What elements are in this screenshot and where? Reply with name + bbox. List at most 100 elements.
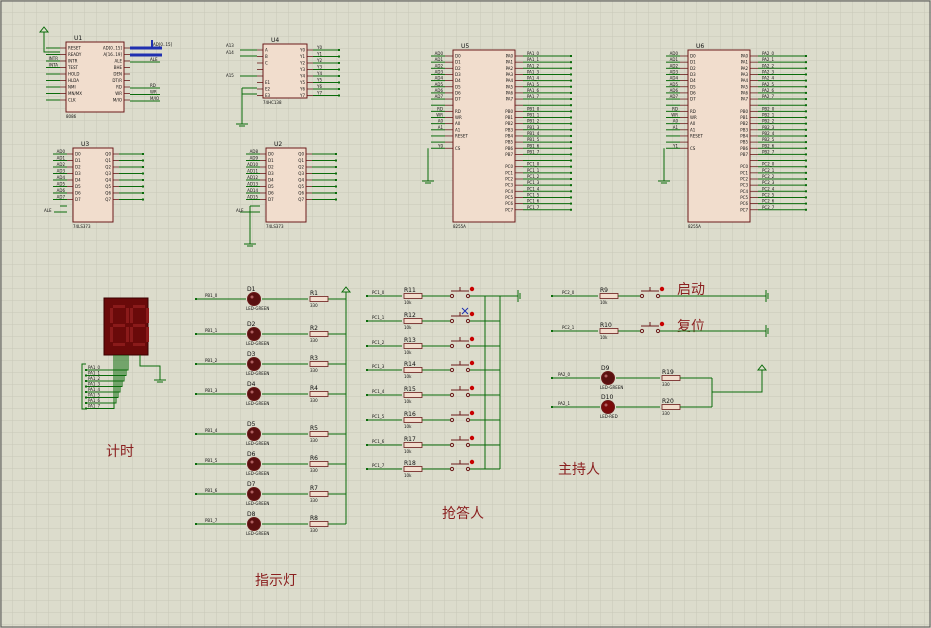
chip-u2[interactable]: U274LS373D0AD8D1AD9D2AD10D3AD11D4AD12D5A… <box>236 141 337 247</box>
pin-end <box>142 192 144 194</box>
button-indicator <box>659 286 665 292</box>
pin-name: Y4 <box>299 74 305 79</box>
pin-end <box>142 185 144 188</box>
pin-end <box>805 196 807 199</box>
led-ref: D2 <box>247 321 256 328</box>
pin-end <box>805 171 807 174</box>
pin-name: PC2 <box>505 177 513 182</box>
resistor-body <box>309 431 329 437</box>
net-label: AD6 <box>57 188 66 193</box>
net-label: M/IO <box>150 96 159 101</box>
button-indicator <box>659 321 665 327</box>
pin-name: D0 <box>75 152 81 157</box>
resistor-body <box>599 293 619 299</box>
pin-end <box>805 159 807 162</box>
pin-end <box>338 49 340 51</box>
push-button[interactable] <box>449 385 475 398</box>
pin-end <box>570 165 572 168</box>
chip-ref: U1 <box>74 35 82 42</box>
button-contact <box>465 318 471 324</box>
pin-name: PB7 <box>740 152 748 157</box>
pin-name: PB1 <box>505 115 513 120</box>
pin-name: INTR <box>68 59 78 64</box>
chip-u3[interactable]: U374LS373D0AD0D1AD1D2AD2D3AD3D4AD4D5AD5D… <box>44 141 144 229</box>
pin-end <box>366 419 368 421</box>
push-button[interactable] <box>449 336 475 349</box>
push-button[interactable] <box>449 459 475 472</box>
resistor-ref: R12 <box>404 312 416 319</box>
chip-body <box>262 43 308 99</box>
pin-end <box>551 295 553 297</box>
pin-name: Q2 <box>298 165 304 170</box>
chip-u5[interactable]: U58255AD0AD0D1AD1D2AD2D3AD3D4AD4D5AD5D6A… <box>422 43 572 229</box>
pin-name: PB3 <box>505 127 513 132</box>
chip-u1[interactable]: U18086RESETREADYINTRINTRTESTINTAHOLDHLDA… <box>38 26 173 119</box>
pin-name: D6 <box>455 90 461 95</box>
resistor-body <box>309 461 329 467</box>
chip-body <box>72 147 114 223</box>
net-label: PB1_0 <box>205 293 218 298</box>
chip-u6[interactable]: U68255AD0AD0D1AD1D2AD2D3AD3D4AD4D5AD5D6A… <box>658 43 807 229</box>
push-button[interactable] <box>449 286 475 299</box>
net-label: AD2 <box>670 63 679 68</box>
push-button[interactable] <box>639 286 665 299</box>
pin-name: D6 <box>690 90 696 95</box>
pin-end <box>805 104 807 107</box>
net-label: AD0 <box>57 149 66 154</box>
pin-name: PA4 <box>506 78 514 83</box>
net-label: AD10 <box>247 162 258 167</box>
display-segment <box>110 308 113 323</box>
pin-name: A0 <box>690 121 696 126</box>
pin-end <box>805 147 807 150</box>
pin-name: PB4 <box>505 133 513 138</box>
pin-name: PB6 <box>740 146 748 151</box>
push-button[interactable] <box>449 410 475 423</box>
net-label: PC1_6 <box>527 199 540 204</box>
resistor-ref: R19 <box>662 369 674 376</box>
resistor-body <box>309 391 329 397</box>
led-type: LED-GREEN <box>246 306 269 311</box>
push-button[interactable] <box>449 360 475 373</box>
pin-name: E1 <box>265 80 271 85</box>
pin-name: E2 <box>265 87 271 92</box>
pin-name: Y3 <box>299 67 305 72</box>
net-label: AD7 <box>435 94 444 99</box>
button-indicator <box>469 286 475 292</box>
net-label: PC1_1 <box>527 168 540 173</box>
chip-ref: U4 <box>271 37 279 44</box>
push-button[interactable] <box>639 321 665 334</box>
net-label: AD0 <box>670 51 679 56</box>
leds-caption: 指示灯 <box>255 573 297 589</box>
net-label: PA1_2 <box>88 376 100 381</box>
pin-name: Q2 <box>105 165 111 170</box>
resistor-ref: R2 <box>310 325 318 332</box>
net-label: PB2_3 <box>762 125 775 130</box>
pin-name: Q1 <box>298 158 304 163</box>
led-highlight <box>250 295 254 299</box>
push-button[interactable] <box>449 435 475 448</box>
push-button[interactable] <box>449 311 475 324</box>
button-indicator <box>469 435 475 441</box>
pin-end <box>142 159 144 162</box>
resistor-value: 10k <box>404 300 412 305</box>
display-segment <box>146 308 149 323</box>
display-caption: 计时 <box>106 444 134 460</box>
led-bank[interactable]: PB1_0D1LED-GREENR1330PB1_1D2LED-GREENR23… <box>195 286 352 536</box>
pin-end <box>570 110 572 113</box>
pin-end <box>805 67 807 70</box>
